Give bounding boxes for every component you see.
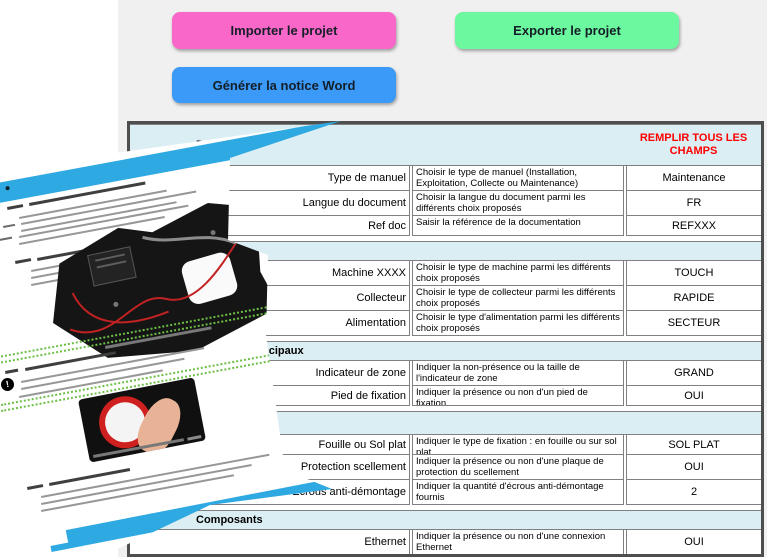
photo-tag: [187, 435, 202, 441]
generate-word-notice-button[interactable]: Générer la notice Word: [172, 67, 396, 103]
section-spacer: [130, 406, 761, 411]
preview-text-line: [5, 368, 19, 374]
row-value-field[interactable]: OUI: [626, 386, 761, 406]
row-description: Indiquer la quantité d'écrous anti-démon…: [412, 480, 624, 505]
row-description: Saisir la référence de la documentation: [412, 216, 624, 236]
warning-icon: !: [0, 376, 16, 393]
preview-text-line: [3, 223, 16, 228]
table-note: REMPLIR TOUS LES CHAMPS: [639, 132, 748, 157]
preview-text-line: [41, 453, 270, 498]
row-value-field[interactable]: SOL PLAT: [626, 435, 761, 455]
section-spacer: [130, 236, 761, 241]
section-spacer: [130, 505, 761, 510]
row-description: Indiquer la présence ou non d'un pied de…: [412, 386, 624, 406]
preview-text-line: [7, 204, 24, 210]
row-value-field[interactable]: OUI: [626, 455, 761, 480]
equipment-wires: [69, 230, 241, 334]
row-value-field[interactable]: RAPIDE: [626, 286, 761, 311]
table-note: [626, 412, 761, 434]
preview-text-line: [0, 236, 13, 241]
table-note: [626, 342, 761, 360]
row-description: Choisir le type de collecteur parmi les …: [412, 286, 624, 311]
row-description: Indiquer le type de fixation : en fouill…: [412, 435, 624, 455]
row-description: Choisir la langue du document parmi les …: [412, 191, 624, 216]
section-header: Composants: [130, 510, 761, 530]
row-value-field[interactable]: Maintenance: [626, 166, 761, 191]
row-description: Choisir le type de machine parmi les dif…: [412, 261, 624, 286]
row-label: Type de manuel: [130, 166, 410, 191]
preview-text-line: [15, 258, 32, 264]
row-value-field[interactable]: 2: [626, 480, 761, 505]
row-description: Indiquer la présence ou non d'une connex…: [412, 530, 624, 554]
export-project-button[interactable]: Exporter le projet: [455, 12, 679, 49]
row-description: Choisir le type de manuel (Installation,…: [412, 166, 624, 191]
preview-photo-equipment: [31, 192, 287, 379]
row-value-field[interactable]: SECTEUR: [626, 311, 761, 336]
row-label: Ref doc: [130, 216, 410, 236]
section-spacer: [130, 336, 761, 341]
row-description: Indiquer la non-présence ou la taille de…: [412, 361, 624, 386]
table-note: [626, 511, 761, 529]
row-value-field[interactable]: FR: [626, 191, 761, 216]
preview-text-line: [27, 484, 44, 490]
row-label: Ethernet: [130, 530, 410, 554]
row-description: Indiquer la présence ou non d'une plaque…: [412, 455, 624, 480]
row-label: Alimentation: [130, 311, 410, 336]
row-description: Choisir le type d'alimentation parmi les…: [412, 311, 624, 336]
row-label: Langue du document: [130, 191, 410, 216]
preview-text-line: [41, 464, 252, 505]
row-value-field[interactable]: OUI: [626, 530, 761, 554]
row-value-field[interactable]: REFXXX: [626, 216, 761, 236]
table-note: [626, 242, 761, 260]
section-title: Composants: [196, 514, 263, 526]
import-project-button[interactable]: Importer le projet: [172, 12, 396, 49]
row-value-field[interactable]: TOUCH: [626, 261, 761, 286]
preview-photo-gasket: [77, 377, 207, 463]
row-label: Collecteur: [130, 286, 410, 311]
row-value-field[interactable]: GRAND: [626, 361, 761, 386]
row-label: Machine XXXX: [130, 261, 410, 286]
band-dot: [5, 185, 10, 191]
